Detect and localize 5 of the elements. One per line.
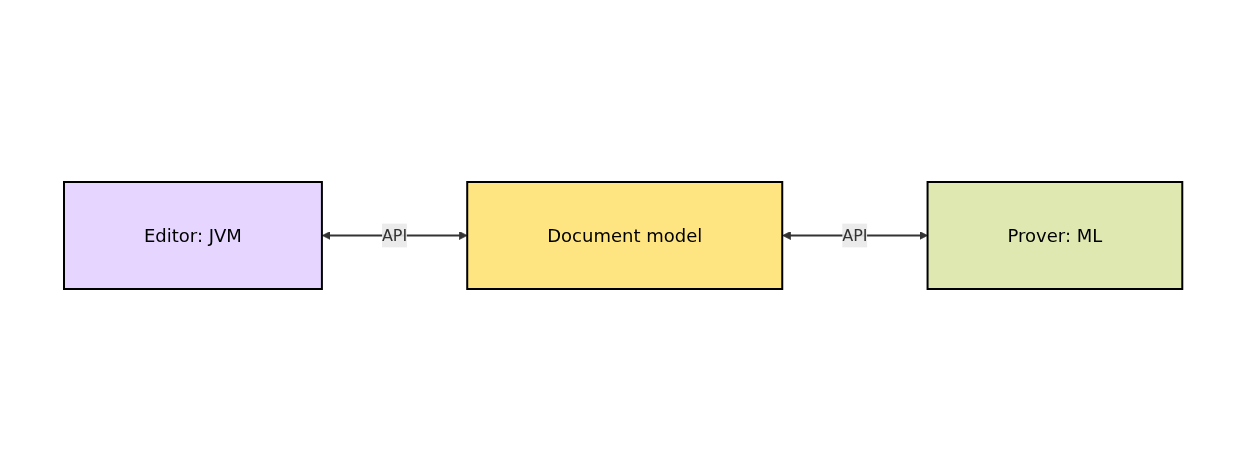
node-box: Document model bbox=[466, 180, 784, 290]
edge-label: API bbox=[382, 225, 408, 244]
edge-label: API bbox=[842, 225, 868, 244]
node-box: Editor: JVM bbox=[63, 180, 324, 290]
node-box: Prover: ML bbox=[926, 180, 1184, 290]
